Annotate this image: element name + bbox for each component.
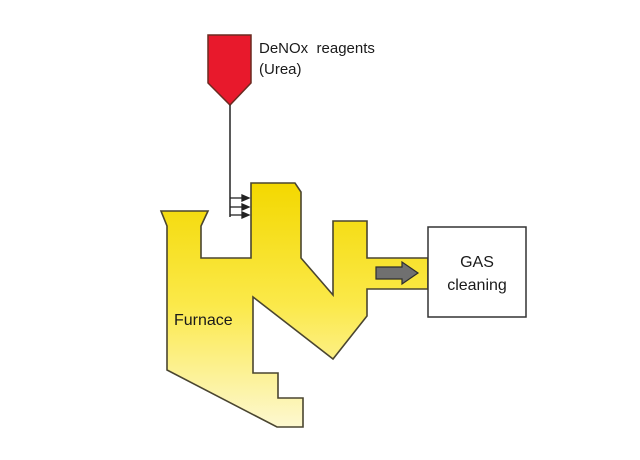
reagent-hopper-icon	[207, 34, 252, 107]
furnace-label: Furnace	[174, 312, 233, 329]
flow-arrow-icon	[375, 260, 420, 286]
reagent-label-line1: DeNOx reagents	[259, 40, 375, 57]
gas-cleaning-box	[427, 226, 527, 318]
injection-arrows	[230, 194, 251, 219]
gas-cleaning-label-line1: GAS	[460, 254, 494, 271]
reagent-label-line2: (Urea)	[259, 61, 302, 78]
furnace-body	[159, 182, 429, 428]
gas-cleaning-label-line2: cleaning	[447, 277, 507, 294]
